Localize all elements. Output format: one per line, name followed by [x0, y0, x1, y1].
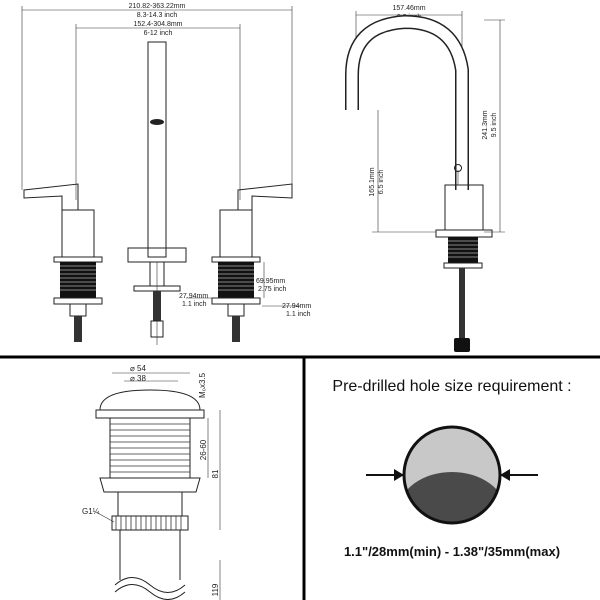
side-body: [444, 184, 484, 231]
drain-body-height: 81: [211, 469, 220, 478]
height-in: 9.5 inch: [491, 113, 498, 138]
spout-height-in: 6.5 inch: [378, 170, 385, 195]
spout-shank-mm: 27.94mm: [179, 293, 208, 300]
spout-shank-in: 1.1 inch: [182, 301, 207, 308]
valve-shank-mm: 69.95mm: [256, 278, 285, 285]
drain-view: ⌀ 54 ⌀ 38 M₀x3.5: [82, 364, 221, 600]
hole-requirement-title: Pre-drilled hole size requirement :: [332, 378, 571, 395]
hole-shadow: [404, 472, 500, 523]
right-lever: [237, 183, 293, 211]
left-handle-body: [61, 209, 95, 258]
drain-adjust-range: 26-60: [199, 439, 208, 460]
side-view: 157.46mm 6.2 inch 165.1mm 6.5 inch 241.3…: [345, 5, 505, 352]
drain-thread-size: M₀x3.5: [198, 372, 207, 398]
hole-size-range: 1.1"/28mm(min) - 1.38"/35mm(max): [344, 544, 560, 559]
valve-shank-in: 2.75 inch: [258, 286, 287, 293]
left-lever: [23, 183, 79, 211]
center-spread-mm: 152.4-304.8mm: [133, 21, 182, 28]
spout-aerator: [150, 119, 164, 125]
height-mm: 241.3mm: [482, 110, 489, 139]
reach-mm: 157.46mm: [392, 5, 425, 12]
valve-thread-mm: 27.94mm: [282, 303, 311, 310]
center-spread-in: 6-12 inch: [144, 30, 173, 37]
drain-inner-dia: ⌀ 38: [130, 374, 146, 383]
front-view: 210.82-363.22mm 8.3-14.3 inch 152.4-304.…: [21, 3, 311, 345]
drain-total-height: 119: [211, 583, 220, 596]
hole-requirement-panel: Pre-drilled hole size requirement : 1.1"…: [332, 378, 571, 559]
spout-column: [147, 41, 167, 258]
drain-pipe-thread: G1¼: [82, 507, 100, 516]
overall-width-in: 8.3-14.3 inch: [137, 12, 178, 19]
spout-height-mm: 165.1mm: [369, 167, 376, 196]
right-handle-body: [219, 209, 253, 258]
drain-outer-dia: ⌀ 54: [130, 364, 146, 373]
valve-thread-in: 1.1 inch: [286, 311, 311, 318]
overall-width-mm: 210.82-363.22mm: [129, 3, 186, 10]
